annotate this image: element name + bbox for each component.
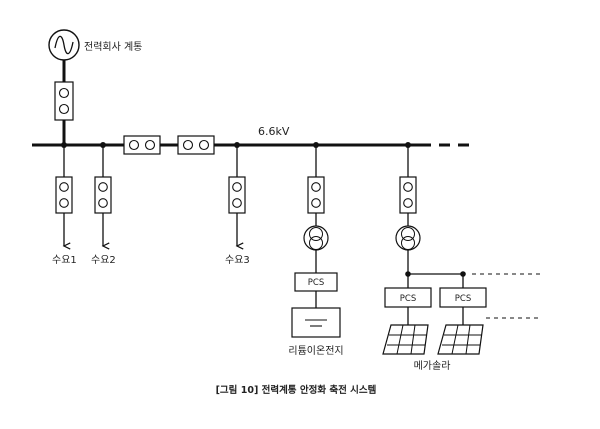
ac-source-sine-icon <box>48 29 80 61</box>
solar-pcs-2-label: PCS <box>455 294 471 304</box>
solar-panel-icon <box>382 324 429 355</box>
source-label: 전력회사 계통 <box>84 41 142 53</box>
battery-pcs-label: PCS <box>308 278 324 288</box>
bus-tie-breaker-2 <box>177 135 215 155</box>
bus-voltage-label: 6.6kV <box>258 125 290 138</box>
load-1-label: 수요1 <box>52 254 77 266</box>
solar-label: 메가솔라 <box>414 360 451 372</box>
bus-tie-breaker-1 <box>123 135 161 155</box>
load-2-label: 수요2 <box>91 254 116 266</box>
figure-caption: [그림 10] 전력계통 안정화 축전 시스템 <box>216 384 377 396</box>
load-3-label: 수요3 <box>225 254 250 266</box>
load-feeder-3 <box>228 145 246 250</box>
solar-pcs-1-label: PCS <box>400 294 416 304</box>
source-breaker-icon <box>54 81 74 121</box>
solar-branch <box>382 145 540 355</box>
load-feeder-2 <box>94 145 112 250</box>
transformer-icon <box>395 225 421 251</box>
battery-label: 리튬이온전지 <box>288 345 343 357</box>
transformer-icon <box>303 225 329 251</box>
battery-branch <box>291 145 341 338</box>
load-feeder-1 <box>55 145 73 250</box>
solar-panel-icon <box>437 324 484 355</box>
battery-icon <box>291 307 341 338</box>
